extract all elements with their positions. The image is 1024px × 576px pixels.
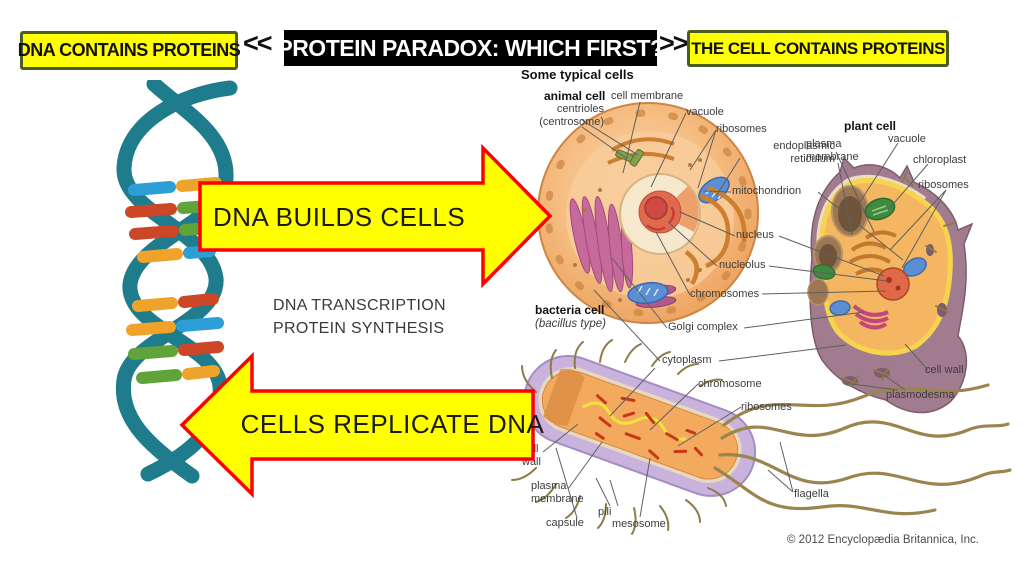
process-text: DNA TRANSCRIPTION PROTEIN SYNTHESIS — [273, 294, 446, 340]
label-nucleus: nucleus — [736, 229, 774, 241]
label-centrioles: centrioles (centrosome) — [539, 103, 604, 129]
dna-contains-proteins-label: DNA CONTAINS PROTEINS — [17, 40, 241, 60]
label-endoplasmic-reticulum: endoplasmic reticulum — [773, 140, 835, 166]
bacteria-cell-drawing — [495, 339, 1012, 535]
bacteria-cell-title: bacteria cell — [535, 303, 605, 317]
title-label: PROTEIN PARADOX: WHICH FIRST? — [277, 34, 664, 61]
label-pili: pili — [598, 506, 612, 518]
dna-builds-cells-label: DNA BUILDS CELLS — [213, 201, 466, 232]
label-plasma-membrane-bacteria: plasma membrane — [531, 480, 584, 506]
label-vacuole-animal: vacuole — [686, 106, 724, 118]
plant-cell-title: plant cell — [844, 119, 897, 133]
label-plasmodesma: plasmodesma — [886, 389, 955, 401]
title-box: PROTEIN PARADOX: WHICH FIRST? — [277, 30, 664, 66]
bacteria-cell-subtitle: (bacillus type) — [535, 318, 606, 330]
dna-contains-proteins-box: DNA CONTAINS PROTEINS — [17, 31, 241, 70]
plant-cell-drawing — [807, 156, 974, 414]
label-flagella: flagella — [794, 488, 829, 500]
animal-cell-title: animal cell — [544, 89, 606, 103]
label-chromosomes: chromosomes — [690, 288, 760, 300]
label-ribosomes-bacteria: ribosomes — [741, 401, 792, 413]
diagram-title: Some typical cells — [521, 67, 634, 82]
label-nucleolus: nucleolus — [719, 259, 766, 271]
leader-lines — [542, 101, 947, 519]
label-ribosomes-animal: ribosomes — [716, 123, 767, 135]
label-capsule: capsule — [546, 517, 584, 529]
cell-contains-proteins-box: THE CELL CONTAINS PROTEINS — [687, 30, 949, 67]
right-chevrons: >> — [659, 28, 689, 58]
cells-replicate-dna-label: CELLS REPLICATE DNA — [240, 408, 545, 439]
label-mitochondrion: mitochondrion — [732, 185, 802, 197]
label-cytoplasm: cytoplasm — [662, 354, 712, 366]
label-vacuole-plant: vacuole — [888, 133, 926, 145]
process-text-line2: PROTEIN SYNTHESIS — [273, 320, 445, 337]
label-cell-wall-plant: cell wall — [925, 364, 964, 376]
label-plasma-membrane-plant: plasma membrane — [806, 138, 859, 164]
label-cell-membrane: cell membrane — [611, 90, 684, 102]
label-chromosome-bacteria: chromosome — [698, 378, 762, 390]
cell-contains-proteins-label: THE CELL CONTAINS PROTEINS — [691, 38, 945, 58]
label-chloroplast: chloroplast — [913, 154, 967, 166]
flagella-drawing — [713, 383, 1012, 516]
label-golgi-complex: Golgi complex — [668, 321, 738, 333]
left-chevrons: << — [243, 28, 273, 58]
process-text-line1: DNA TRANSCRIPTION — [273, 297, 446, 314]
label-ribosomes-plant: ribosomes — [918, 179, 969, 191]
label-mesosome: mesosome — [612, 518, 666, 530]
animal-cell-drawing — [537, 102, 759, 324]
copyright-credit: © 2012 Encyclopædia Britannica, Inc. — [787, 534, 979, 546]
